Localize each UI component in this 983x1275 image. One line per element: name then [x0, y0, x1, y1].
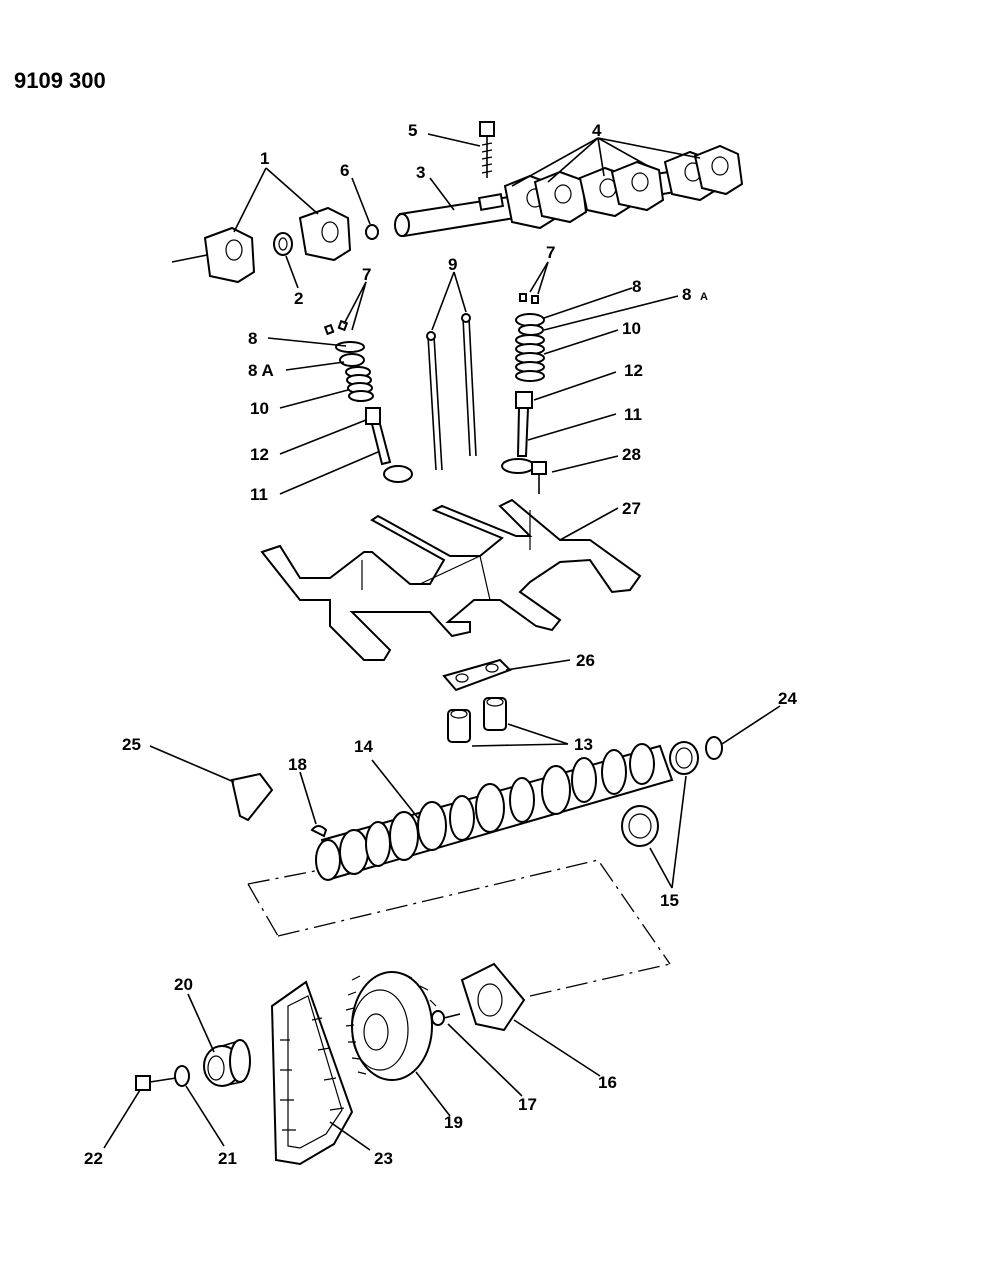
callout-8-right: 8 — [632, 277, 641, 296]
callout-6: 6 — [340, 161, 349, 180]
thrust-plate — [230, 772, 274, 822]
timing-belt — [270, 980, 354, 1166]
lifter-yoke-and-lifters — [442, 658, 512, 743]
callout-8-left: 8 — [248, 329, 257, 348]
callout-8A-right: 8 — [682, 285, 691, 304]
callout-11-left: 11 — [250, 485, 268, 504]
rocker-arm-left — [203, 226, 256, 284]
callout-10-right: 10 — [622, 319, 641, 338]
valve-spring-right — [515, 334, 545, 382]
rocker-shaft-assembly — [171, 121, 744, 284]
callout-16: 16 — [598, 1073, 617, 1092]
callout-13: 13 — [574, 735, 593, 754]
callout-12-left: 12 — [250, 445, 269, 464]
callout-27: 27 — [622, 499, 641, 518]
sprocket-bolt — [431, 1010, 461, 1026]
callout-23: 23 — [374, 1149, 393, 1168]
callout-18: 18 — [288, 755, 307, 774]
cam-plug — [705, 736, 723, 760]
callout-1: 1 — [260, 149, 269, 168]
rocker-arm-right — [298, 206, 352, 262]
callout-8A-left: 8 A — [248, 361, 274, 380]
right-valve-assembly — [501, 293, 547, 494]
shaft-bolt — [479, 121, 495, 178]
shaft-retainer — [365, 224, 379, 240]
left-valve-assembly — [323, 319, 413, 483]
callout-9: 9 — [448, 255, 457, 274]
callout-14: 14 — [354, 737, 373, 756]
push-rods — [426, 313, 477, 471]
callout-15: 15 — [660, 891, 679, 910]
woodruff-key — [310, 825, 328, 838]
callout-25: 25 — [122, 735, 141, 754]
sprocket-flange — [460, 962, 526, 1032]
callout-3: 3 — [416, 163, 425, 182]
callout-10-left: 10 — [250, 399, 269, 418]
callout-4: 4 — [592, 121, 602, 140]
callout-5: 5 — [408, 121, 417, 140]
callout-8A-right-suffix: A — [700, 291, 708, 303]
callout-22: 22 — [84, 1149, 103, 1168]
idler-bolt — [135, 1075, 177, 1091]
belt-idler — [203, 1039, 251, 1087]
callout-2: 2 — [294, 289, 303, 308]
camshaft-sprocket — [345, 971, 437, 1081]
callout-21: 21 — [218, 1149, 237, 1168]
callout-28: 28 — [622, 445, 641, 464]
valve-spring-left — [345, 366, 374, 402]
callout-20: 20 — [174, 975, 193, 994]
rocker-arm-group — [503, 144, 744, 230]
idler-washer — [174, 1065, 190, 1087]
callout-17: 17 — [518, 1095, 537, 1114]
callout-7-left: 7 — [362, 265, 371, 284]
callout-19: 19 — [444, 1113, 463, 1132]
callout-26: 26 — [576, 651, 595, 670]
callout-24: 24 — [778, 689, 797, 708]
reference-frame — [247, 859, 671, 997]
callout-11-right: 11 — [624, 405, 642, 424]
leader-lines — [103, 133, 781, 1151]
callout-labels: 1 2 3 4 5 6 7 7 8 8 8 A 8 A 9 10 10 11 1… — [84, 121, 797, 1168]
spring-washer — [273, 232, 293, 256]
lifter-retainer-yoke — [260, 498, 642, 661]
callout-7-right: 7 — [546, 243, 555, 262]
sheet-number: 9109 300 — [14, 68, 106, 93]
callout-12-right: 12 — [624, 361, 643, 380]
camshaft — [315, 743, 674, 881]
cam-bearings — [621, 736, 723, 847]
